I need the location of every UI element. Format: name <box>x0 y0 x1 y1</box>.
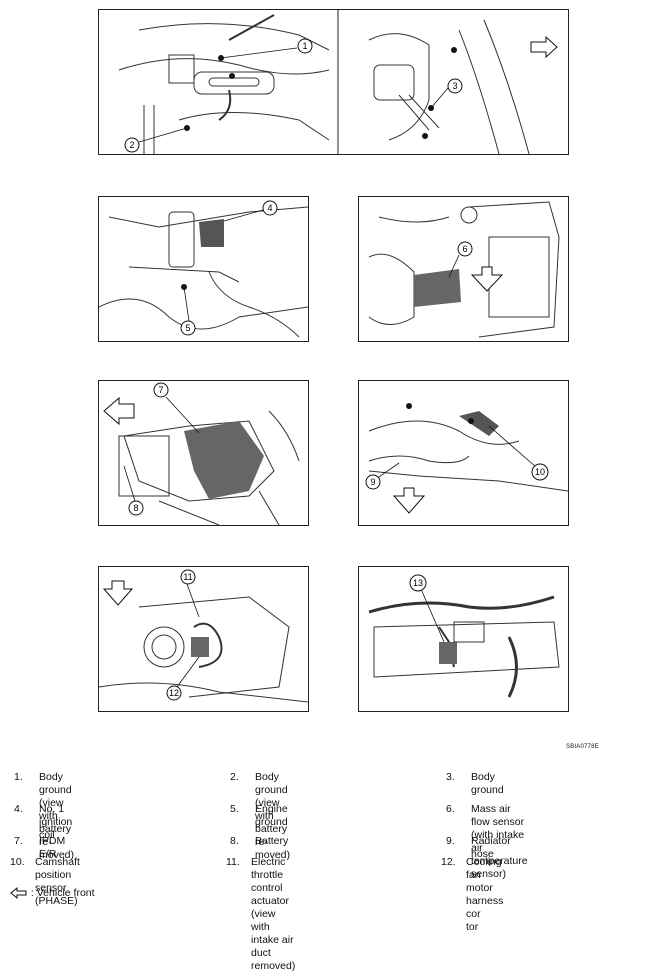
legend-number: 6. <box>446 803 455 815</box>
figure-panel-throttle-actuator: 11 12 <box>98 566 309 712</box>
engine-bay-illustration-5: 9 10 <box>365 403 568 514</box>
callout-9: 9 <box>370 477 375 487</box>
callout-5: 5 <box>185 323 190 333</box>
vehicle-front-arrow-icon <box>470 266 504 292</box>
legend-text: Cooling fan motor harness cor <box>466 856 504 920</box>
legend-number: 7. <box>14 835 23 847</box>
vehicle-front-arrow-icon <box>103 396 135 426</box>
vehicle-front-note: : Vehicle front <box>10 887 95 900</box>
legend-number: 2. <box>230 771 239 783</box>
callout-7: 7 <box>158 385 163 395</box>
engine-bay-illustration-4: 7 8 <box>103 382 300 525</box>
figure-panel-radiator-camshaft: 9 10 <box>358 380 569 526</box>
callout-2: 2 <box>129 140 134 150</box>
engine-bay-illustration-1: 1 2 3 <box>118 10 558 154</box>
legend-text: Body ground (view with battery re- <box>39 771 72 848</box>
engine-bay-illustration-2: 4 5 <box>99 200 308 338</box>
legend-text-cont: (view with intake air duct removed) <box>251 908 296 972</box>
legend-number: 9. <box>446 835 455 847</box>
legend-number: 3. <box>446 771 455 783</box>
figure-id: SBIA0778E <box>566 744 599 750</box>
figure-panel-ipdm-battery: 7 8 <box>98 380 309 526</box>
vehicle-front-arrow-icon <box>392 487 426 514</box>
callout-13: 13 <box>413 578 423 588</box>
legend-text: Body ground <box>471 771 504 796</box>
legend-number: 1. <box>14 771 23 783</box>
figure-panel-maf-sensor: 6 <box>358 196 569 342</box>
legend-number: 10. <box>10 856 25 868</box>
engine-bay-illustration-7: 13 <box>368 574 560 698</box>
legend-text: IPDM E/R <box>39 835 66 860</box>
vehicle-front-label: : Vehicle front <box>30 887 95 899</box>
vehicle-front-arrow-icon <box>102 580 134 606</box>
legend-text-cont: moved) <box>255 849 291 861</box>
legend-text-cont: temperature sensor) <box>471 855 528 880</box>
legend-text: Mass air flow sensor (with intake air <box>471 803 525 854</box>
legend-number: 11. <box>226 856 240 868</box>
legend-text-cont: tor <box>466 921 479 933</box>
legend-text-cont: moved) <box>39 849 75 861</box>
legend-text: Body ground (view with battery re- <box>255 771 288 848</box>
callout-12: 12 <box>169 688 179 698</box>
callout-11: 11 <box>183 572 192 582</box>
vehicle-front-arrow-icon <box>530 35 558 59</box>
callout-3: 3 <box>452 81 457 91</box>
callout-6: 6 <box>462 244 467 254</box>
legend-number: 4. <box>14 803 23 815</box>
legend-number: 5. <box>230 803 239 815</box>
callout-1: 1 <box>302 41 307 51</box>
legend-text: No. 1 ignition coil <box>39 803 73 841</box>
legend-text: Electric throttle control actuator <box>251 856 289 907</box>
callout-4: 4 <box>267 203 272 213</box>
legend-text: Engine ground <box>255 803 288 828</box>
figure-panel-body-ground-1-2-3: 1 2 3 <box>98 9 569 155</box>
callout-10: 10 <box>535 467 545 477</box>
callout-8: 8 <box>133 503 138 513</box>
hollow-arrow-left-icon <box>10 887 27 900</box>
legend-text: Camshaft position sensor (PHASE) <box>35 856 80 907</box>
figure-panel-ignition-coil: 4 5 <box>98 196 309 342</box>
legend-number: 12. <box>441 856 456 868</box>
engine-bay-illustration-6: 11 12 <box>99 569 308 703</box>
legend-text: Radiator hose <box>471 835 511 860</box>
legend-text: Battery <box>255 835 289 847</box>
engine-bay-illustration-3: 6 <box>368 201 560 338</box>
legend-number: 8. <box>230 835 239 847</box>
figure-panel-fan-harness: 13 <box>358 566 569 712</box>
